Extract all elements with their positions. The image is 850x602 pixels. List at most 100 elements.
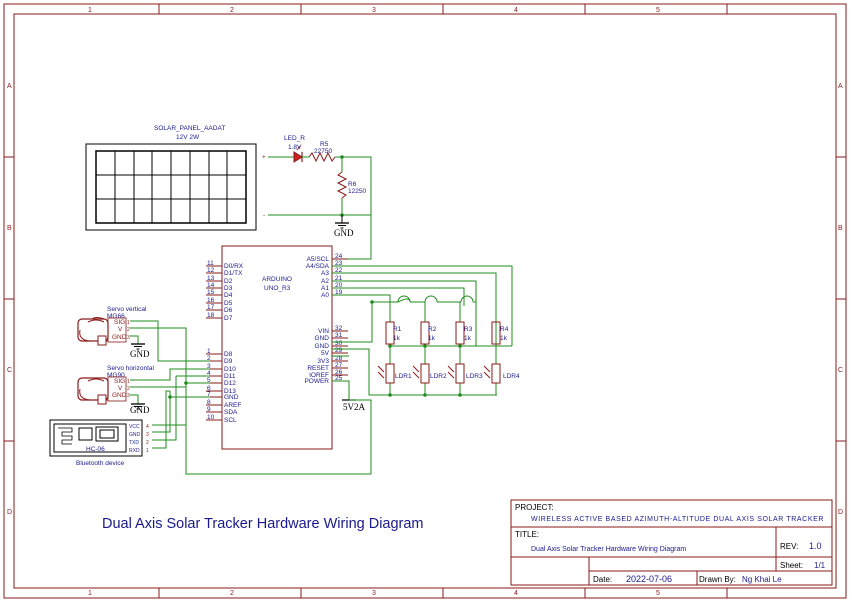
arduino-right-pin-num: 19 bbox=[335, 289, 343, 296]
r6-name: R6 bbox=[348, 181, 357, 188]
col-label-2-bottom: 2 bbox=[230, 590, 234, 597]
col-label-1: 1 bbox=[88, 7, 92, 14]
r3-value: 1k bbox=[464, 335, 472, 342]
resistor-r2[interactable]: R2 1k bbox=[420, 321, 437, 345]
row-label-d: D bbox=[7, 509, 12, 516]
solar-panel[interactable]: SOLAR_PANEL_AADAT 12V 2W + - bbox=[85, 125, 266, 231]
r6-value: 12250 bbox=[348, 188, 366, 195]
hc06-num-1: 1 bbox=[146, 448, 149, 454]
arduino-left-pin-num: 11 bbox=[207, 260, 214, 267]
arduino-left-pin-name: D13 bbox=[224, 388, 236, 395]
gnd-label-panel: GND bbox=[334, 228, 354, 238]
ldr-1[interactable]: LDR1 bbox=[377, 363, 412, 384]
arduino-left-pin-name: D11 bbox=[224, 373, 236, 380]
arduino-left-pin-name: D2 bbox=[224, 278, 233, 285]
row-label-a: A bbox=[7, 83, 12, 90]
arduino-left-pin-num: 9 bbox=[207, 406, 211, 413]
col-label-3-bottom: 3 bbox=[372, 590, 376, 597]
arduino-left-pin-num: 10 bbox=[207, 414, 215, 421]
r2-name: R2 bbox=[428, 326, 437, 333]
hc06-wires bbox=[152, 376, 187, 474]
arduino-right-pin-num: 28 bbox=[335, 355, 343, 362]
tb-date-label: Date: bbox=[593, 575, 612, 584]
panel-divider-wires bbox=[268, 155, 372, 260]
tb-rev-label: REV: bbox=[780, 542, 798, 551]
resistor-r4[interactable]: R4 1k bbox=[491, 321, 509, 345]
hc06-caption: Bluetooth device bbox=[76, 460, 124, 467]
arduino-left-pin-name: D7 bbox=[224, 315, 233, 322]
hc06-pin-gnd: GND bbox=[129, 432, 141, 438]
arduino-left-pin-name: D0/RX bbox=[224, 263, 244, 270]
col-label-3: 3 bbox=[372, 7, 376, 14]
col-label-5-bottom: 5 bbox=[656, 590, 660, 597]
col-label-4: 4 bbox=[514, 7, 518, 14]
arduino-left-pin-num: 2 bbox=[207, 355, 211, 362]
led-r[interactable]: LED_R 1.8V bbox=[284, 135, 305, 163]
arduino-name: ARDUINO bbox=[262, 276, 292, 283]
servo-v-num-1: 1 bbox=[127, 320, 130, 326]
servo-h-pin-v: V bbox=[118, 385, 123, 392]
solar-panel-minus: - bbox=[263, 212, 265, 219]
arduino-right-pin-name: A4/SDA bbox=[306, 263, 330, 270]
arduino-right-pin-name: A5/SCL bbox=[307, 256, 330, 263]
hc06-num-4: 4 bbox=[146, 424, 149, 430]
arduino-right-pin-name: VIN bbox=[318, 328, 329, 335]
arduino-model: UNO_R3 bbox=[264, 285, 291, 292]
arduino-right-pin-num: 20 bbox=[335, 282, 343, 289]
ldr-3[interactable]: LDR3 bbox=[447, 363, 483, 384]
arduino-left-pin-num: 17 bbox=[207, 304, 215, 311]
arduino-left-pin-name: D8 bbox=[224, 351, 233, 358]
servo-v-name: Servo vertical bbox=[107, 306, 147, 313]
r5-value: 22750 bbox=[314, 148, 332, 155]
solar-panel-name: SOLAR_PANEL_AADAT bbox=[154, 125, 225, 132]
arduino-right-pin-name: GND bbox=[315, 335, 330, 342]
arduino-left-pin-num: 8 bbox=[207, 399, 211, 406]
hc06-bluetooth[interactable]: HC-06 VCC GND TXD RXD 4 3 2 1 Bluetooth … bbox=[49, 419, 149, 467]
arduino-left-pin-num: 14 bbox=[207, 282, 215, 289]
servo-h-pin-sig: SIG bbox=[114, 378, 125, 385]
ldr4-label: LDR4 bbox=[503, 373, 520, 380]
hc06-num-2: 2 bbox=[146, 440, 149, 446]
solar-panel-rating: 12V 2W bbox=[176, 134, 200, 141]
tb-project-label: PROJECT: bbox=[515, 503, 554, 512]
ldr3-label: LDR3 bbox=[466, 373, 483, 380]
arduino-left-pin-name: D9 bbox=[224, 358, 233, 365]
arduino-right-pin-num: 23 bbox=[335, 260, 343, 267]
servo-vertical[interactable]: Servo vertical MG66 SIG V GND 1 2 3 bbox=[77, 306, 147, 346]
analog-bus-wires bbox=[332, 265, 513, 397]
arduino-left-pin-num: 7 bbox=[207, 391, 211, 398]
servo-h-model: MG90 bbox=[107, 372, 125, 379]
arduino-left-pin-num: 3 bbox=[207, 363, 211, 370]
arduino-right-pin-name: 5V bbox=[321, 350, 330, 357]
servo-h-num-3: 3 bbox=[127, 393, 130, 399]
resistor-r1[interactable]: R1 1k bbox=[385, 321, 402, 345]
arduino-right-pin-name: A3 bbox=[321, 270, 329, 277]
sheet-frame: 1 2 3 4 5 1 2 3 4 5 A B C D A B C D bbox=[3, 3, 847, 599]
servo-v-model: MG66 bbox=[107, 313, 125, 320]
row-label-c: C bbox=[7, 367, 12, 374]
resistor-r6[interactable]: R6 12250 bbox=[336, 171, 366, 199]
r5-name: R5 bbox=[320, 141, 329, 148]
servo-horizontal[interactable]: Servo horizontal MG90 SIG V GND 1 2 3 bbox=[77, 365, 155, 405]
resistor-r5[interactable]: R5 22750 bbox=[308, 141, 336, 163]
ldr-2[interactable]: LDR2 bbox=[412, 363, 447, 384]
led-name: LED_R bbox=[284, 135, 305, 142]
tb-rev-value: 1.0 bbox=[809, 541, 822, 551]
resistor-r3[interactable]: R3 1k bbox=[455, 321, 473, 345]
hc06-pin-vcc: VCC bbox=[129, 424, 140, 430]
col-label-5: 5 bbox=[656, 7, 660, 14]
arduino-right-pin-name: GND bbox=[315, 343, 330, 350]
ldr-4[interactable]: LDR4 bbox=[483, 363, 520, 384]
arduino-right-pin-name: RESET bbox=[307, 365, 329, 372]
gnd-label-servo-v: GND bbox=[130, 349, 150, 359]
arduino-right-pin-name: 3V3 bbox=[317, 358, 329, 365]
row-label-d-right: D bbox=[838, 509, 843, 516]
hc06-pin-txd: TXD bbox=[129, 440, 139, 446]
arduino-left-pin-name: SCL bbox=[224, 417, 237, 424]
solar-panel-plus: + bbox=[262, 154, 266, 161]
servo-h-num-2: 2 bbox=[127, 386, 130, 392]
supply-label: 5V2A bbox=[343, 402, 365, 412]
arduino-right-pin-name: IOREF bbox=[309, 372, 329, 379]
